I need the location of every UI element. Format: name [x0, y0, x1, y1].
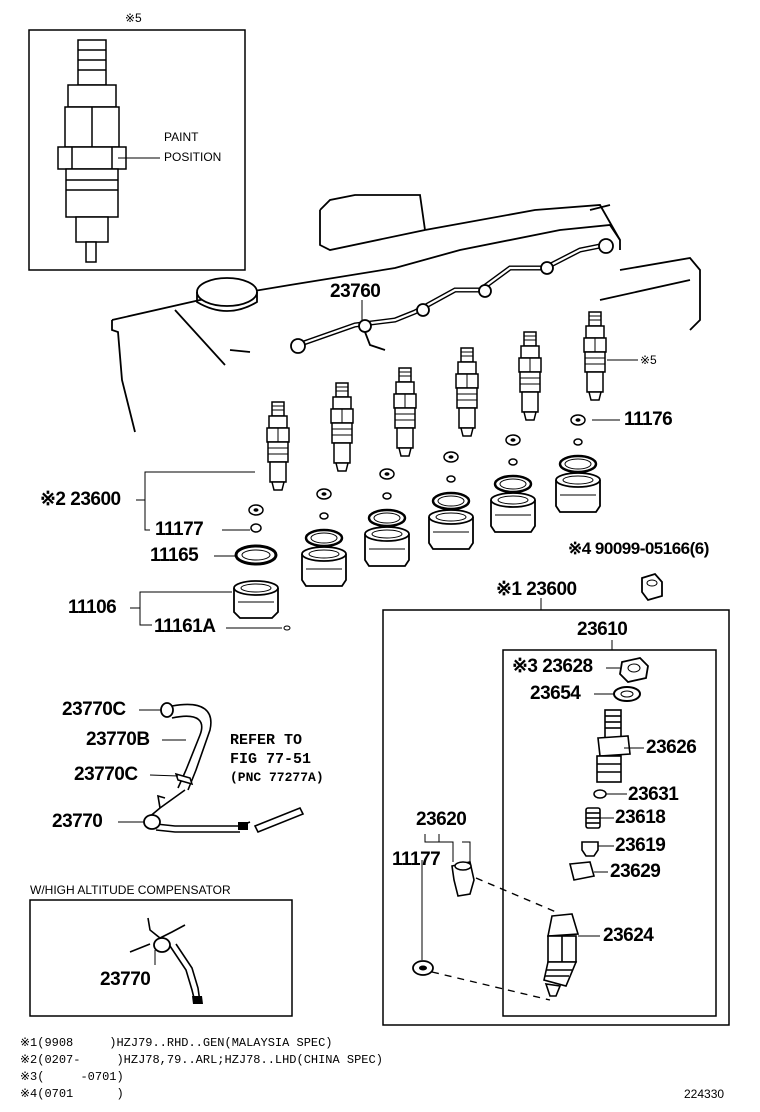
part-label-23620: 23620: [416, 809, 467, 830]
part-label-23618: 23618: [615, 807, 666, 828]
part-label-11106: 11106: [68, 597, 117, 618]
part-label-23770c-mid: 23770C: [74, 764, 138, 785]
part-label-23770: 23770: [52, 811, 103, 832]
part-label-23770b: 23770B: [86, 729, 150, 750]
paint-position-label-line2: POSITION: [164, 150, 222, 164]
part-label-23619: 23619: [615, 835, 666, 856]
part-label-23628: ※3 23628: [512, 656, 593, 677]
part-label-23654: 23654: [530, 683, 581, 704]
part-label-23626: 23626: [646, 737, 697, 758]
figure-number: 224330: [684, 1087, 725, 1101]
paint-position-label-line1: PAINT: [164, 130, 199, 144]
detail-box-title: ※5: [125, 11, 142, 25]
note-mark-5: ※5: [640, 353, 657, 367]
part-label-23770-altitude: 23770: [100, 969, 151, 990]
part-label-11177: 11177: [155, 519, 204, 540]
part-label-23600-box: ※1 23600: [496, 579, 577, 600]
altitude-box-title: W/HIGH ALTITUDE COMPENSATOR: [30, 883, 231, 897]
footnote-4: ※4(0701 ): [20, 1087, 124, 1101]
refer-note-line2: FIG 77-51: [230, 751, 312, 768]
footnote-3: ※3( -0701): [20, 1070, 124, 1084]
part-label-23600-main: ※2 23600: [40, 489, 121, 510]
refer-note-line1: REFER TO: [230, 732, 303, 749]
part-label-23760: 23760: [330, 281, 381, 302]
part-label-23631: 23631: [628, 784, 679, 805]
refer-note-line3: (PNC 77277A): [230, 770, 324, 785]
footnote-2: ※2(0207- )HZJ78,79..ARL;HZJ78..LHD(CHINA…: [20, 1053, 383, 1067]
part-label-90099: ※4 90099-05166(6): [568, 539, 709, 558]
footnote-1: ※1(9908 )HZJ79..RHD..GEN(MALAYSIA SPEC): [20, 1036, 333, 1050]
part-label-11161a: 11161A: [154, 616, 216, 637]
part-label-11165: 11165: [150, 545, 199, 566]
part-label-23629: 23629: [610, 861, 661, 882]
part-label-23624: 23624: [603, 925, 654, 946]
part-label-11177-box: 11177: [392, 849, 441, 870]
part-label-23610: 23610: [577, 619, 628, 640]
part-label-11176: 11176: [624, 409, 673, 430]
part-label-23770c-top: 23770C: [62, 699, 126, 720]
